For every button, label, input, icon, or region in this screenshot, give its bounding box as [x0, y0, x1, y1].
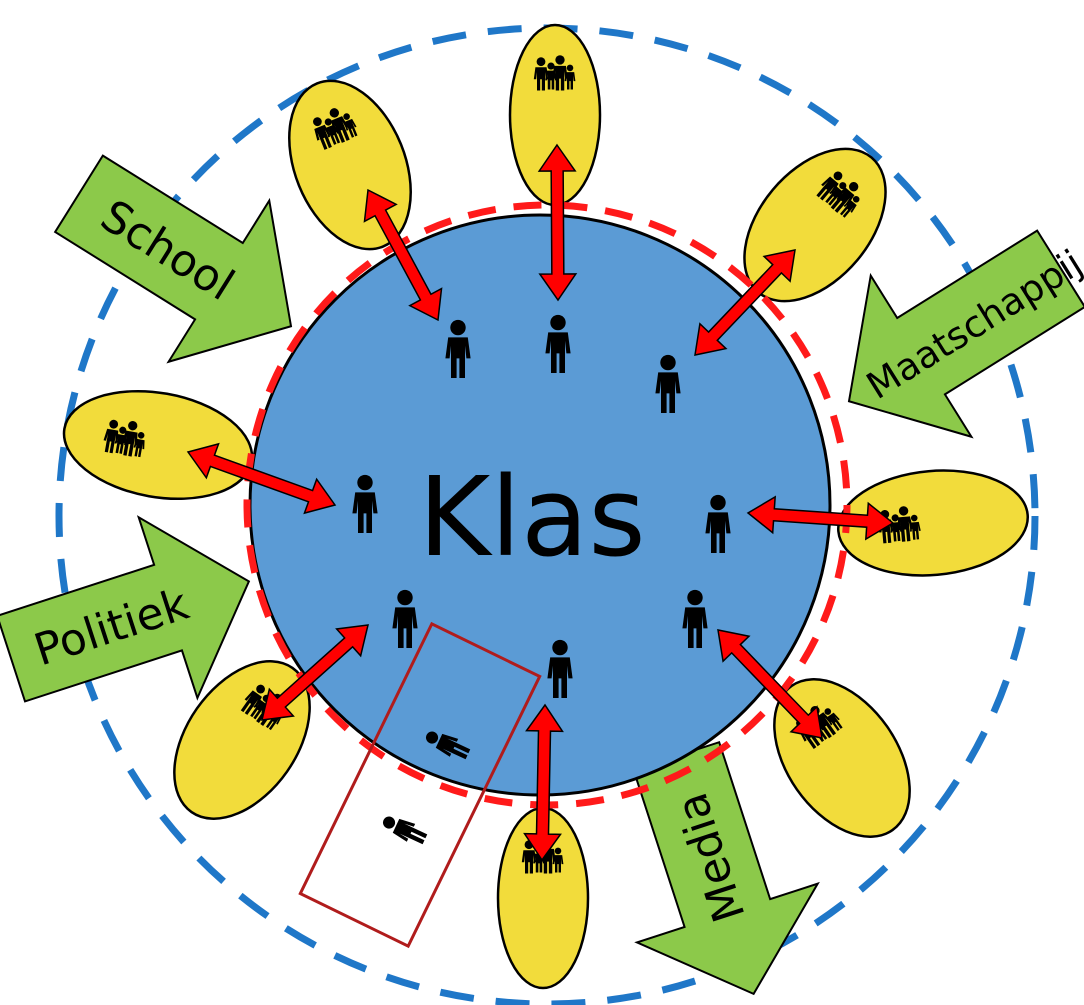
double-arrow	[717, 629, 823, 739]
double-arrow	[186, 442, 337, 515]
influence-arrow-media: Media	[632, 740, 820, 996]
double-arrow	[694, 249, 796, 356]
excluded-box-outline	[298, 621, 542, 949]
family-ellipse	[62, 389, 254, 501]
double-arrow	[746, 495, 895, 541]
excluded-box	[298, 621, 542, 949]
double-arrow	[261, 624, 369, 721]
family-ellipse	[288, 79, 412, 251]
family-ellipse	[837, 469, 1029, 577]
double-arrow	[523, 703, 564, 862]
center-label: Klas	[418, 453, 645, 581]
double-arrow	[537, 143, 578, 302]
family-links	[186, 143, 895, 862]
lying-person-icon-2	[379, 811, 430, 849]
double-arrow	[363, 188, 443, 322]
